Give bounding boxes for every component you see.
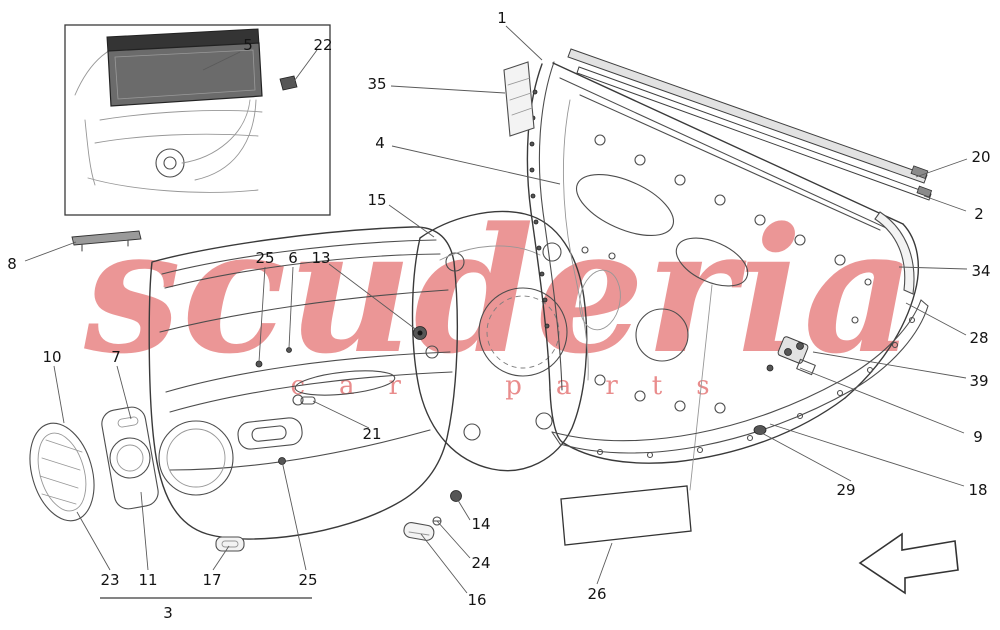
leader-lines — [24, 25, 968, 594]
lower-molding-drawing — [551, 299, 929, 459]
sunshade-inset-drawing — [64, 24, 331, 216]
fastener-13-drawing — [413, 326, 427, 340]
lamp-17-drawing — [215, 536, 245, 552]
screw-21-drawing — [292, 394, 316, 406]
trim-panel-drawing — [29, 226, 462, 552]
speaker-grille-drawing — [29, 422, 95, 522]
speaker-frame-drawing — [101, 406, 159, 510]
front-bracket-35-drawing — [503, 61, 535, 137]
edge-piece-34-drawing — [874, 211, 915, 295]
left-arrow-icon — [858, 532, 959, 595]
lamp-16-drawing — [403, 522, 435, 541]
latch-39-drawing — [766, 336, 816, 376]
grommet-14-drawing — [450, 490, 462, 502]
carrier-panel-drawing — [411, 210, 588, 472]
door-shell-drawing — [503, 48, 933, 546]
bracket-8-drawing — [71, 230, 142, 252]
window-strip-2-drawing — [576, 66, 933, 201]
window-strip-20-drawing — [567, 48, 929, 184]
clip-22-drawing — [279, 75, 298, 91]
grommet-29-drawing — [753, 425, 767, 435]
plate-26-drawing — [560, 485, 692, 546]
